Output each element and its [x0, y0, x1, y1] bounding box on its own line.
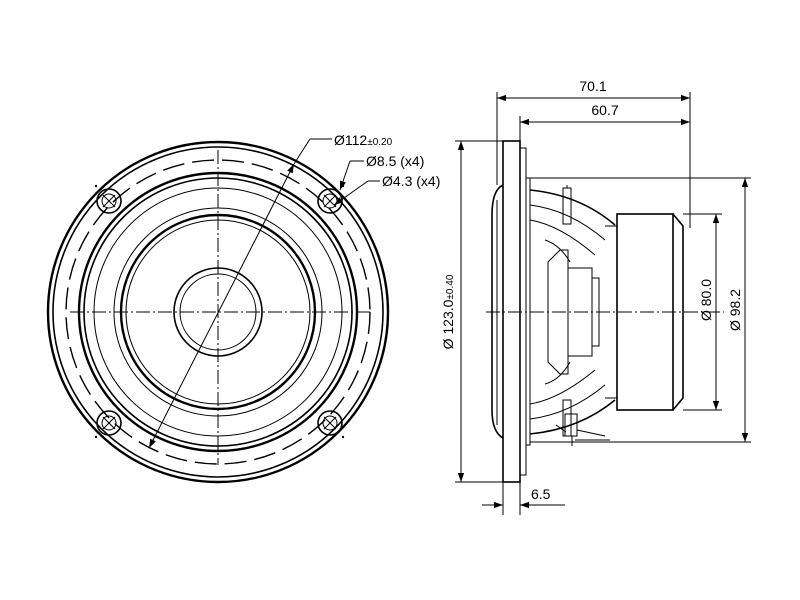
front-lip	[491, 184, 504, 439]
flange-diameter-leader	[293, 138, 311, 165]
hole-large-leader	[339, 160, 351, 191]
magnet-chamfer	[672, 213, 684, 411]
outer-rim	[46, 140, 390, 484]
side-view: 70.1 60.7 Ø 123.0±0.40 Ø 80.0 Ø 98.2 6.5	[440, 78, 751, 515]
hole-small-label: Ø4.3 (x4)	[382, 173, 440, 189]
flange-diameter-label: Ø112±0.20	[334, 132, 393, 148]
magnet	[616, 213, 674, 411]
flange-diameter-dimension-line	[148, 163, 295, 449]
hole-large-label: Ø8.5 (x4)	[366, 153, 424, 169]
hole-pitch-circle	[65, 159, 371, 465]
frame-diameter-label: Ø 98.2	[727, 289, 743, 331]
mounting-hole-top-left	[96, 188, 122, 214]
hole-small-leader	[333, 180, 369, 206]
terminal	[555, 413, 610, 446]
basket-arm-upper-outer	[529, 189, 616, 226]
inner-cone-body	[547, 249, 569, 375]
mounting-hole-bottom-right	[317, 410, 343, 436]
depth-from-flange-label: 60.7	[591, 102, 618, 118]
overall-depth-label: 70.1	[579, 78, 606, 94]
magnet-diameter-label: Ø 80.0	[698, 279, 714, 321]
outer-diameter-label: Ø 123.0±0.40	[440, 274, 456, 349]
outer-rim-inner-edge	[52, 146, 384, 478]
flange-thickness-label: 6.5	[531, 486, 551, 502]
front-view: Ø112±0.20 Ø8.5 (x4) Ø4.3 (x4)	[46, 132, 440, 484]
mounting-hole-bottom-left	[96, 410, 122, 436]
basket-arm-lower-outer	[529, 399, 616, 435]
